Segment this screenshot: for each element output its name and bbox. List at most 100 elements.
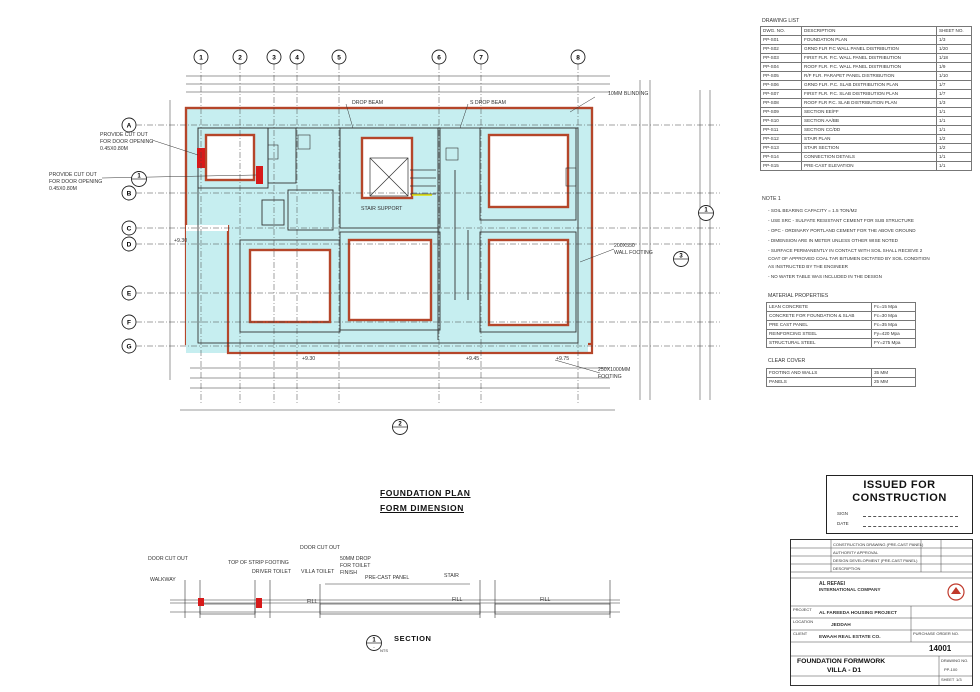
svg-text:B: B bbox=[127, 190, 132, 197]
svg-text:3: 3 bbox=[272, 54, 276, 61]
sheet-no-cell: 1/1 bbox=[936, 152, 972, 162]
level-label-2: +9.45 bbox=[466, 356, 480, 362]
description-cell: FIRST FLR. P.C. SLAB DISTRIBUTION PLAN bbox=[801, 89, 937, 99]
description-cell: STAIR PLAN bbox=[801, 134, 937, 144]
dwg-no-cell: PP-S11 bbox=[760, 125, 802, 135]
sheet-no-cell: 1/2 bbox=[936, 143, 972, 153]
issued-for-construction-stamp: ISSUED FOR CONSTRUCTION SIGN DATE bbox=[826, 475, 973, 534]
title-block: CONSTRUCTION DRAWING (PRE-CAST PANEL) AU… bbox=[790, 539, 973, 686]
section-driver-toilet: DRIVER TOILET bbox=[252, 569, 292, 575]
note-text: NO WATER TABLE WAS INCLUDED IN THE DESIG… bbox=[770, 274, 882, 279]
toilet-fixtures bbox=[267, 134, 577, 187]
value-cell: Fc=35 Mpa bbox=[871, 320, 916, 330]
description-cell: FIRST FLR. P.C. WALL PANEL DISTRIBUTION bbox=[801, 53, 937, 63]
description-cell: CONNECTION DETAILS bbox=[801, 152, 937, 162]
dwg-no-cell: PP-S10 bbox=[760, 116, 802, 126]
rev-header-description: DESCRIPTION bbox=[833, 566, 861, 571]
description-cell: STAIR SECTION bbox=[801, 143, 937, 153]
footing-label-2: FOOTING bbox=[598, 374, 622, 380]
rev-row-1: CONSTRUCTION DRAWING (PRE-CAST PANEL) bbox=[833, 542, 924, 547]
section-villa-toilet: VILLA TOILET bbox=[301, 569, 335, 575]
value-cell: Fc=15 Mpa bbox=[871, 302, 916, 312]
svg-text:2: 2 bbox=[398, 422, 402, 428]
note-text: SURFACE PERMANENTLY IN CONTACT WITH SOIL… bbox=[770, 248, 923, 253]
dwg-no-cell: PP-S06 bbox=[760, 80, 802, 90]
section-fill-3: FILL bbox=[540, 597, 551, 603]
title-block-grid bbox=[791, 540, 972, 685]
stamp-date-label: DATE bbox=[837, 521, 849, 526]
svg-text:A: A bbox=[127, 122, 132, 129]
grid-bubble-left-G: G bbox=[121, 338, 137, 354]
materials-title: MATERIAL PROPERTIES bbox=[768, 293, 829, 299]
drawing-title-2: VILLA - D1 bbox=[827, 667, 862, 674]
svg-text:F: F bbox=[127, 319, 131, 326]
sheet-no-cell: 1/1 bbox=[936, 107, 972, 117]
svg-text:6: 6 bbox=[437, 54, 441, 61]
description-cell: PRE-CAST ELEVATION bbox=[801, 161, 937, 171]
dwg-no-cell: PP-S09 bbox=[760, 107, 802, 117]
section-nts: NTS bbox=[380, 648, 388, 653]
note-item: - USE SRC - SULFATE RESISTANT CEMENT FOR… bbox=[768, 218, 914, 223]
svg-text:G: G bbox=[126, 343, 131, 350]
note-text: DIMENSION ARE IN METER UNLESS OTHER WISE… bbox=[770, 238, 898, 243]
property-cell: LEAN CONCRETE bbox=[766, 302, 872, 312]
cutout-label-2c: 0.45X0.80M bbox=[49, 186, 77, 192]
note-text: OPC - ORDINARY PORTLAND CEMENT FOR THE A… bbox=[770, 228, 916, 233]
cutout-label-2b: FOR DOOR OPENING bbox=[49, 179, 103, 185]
stamp-sign-label: SIGN bbox=[837, 511, 849, 516]
grid-bubble-top-3: 3 bbox=[266, 49, 282, 65]
stamp-sign-line bbox=[863, 516, 958, 517]
cutout-label-1c: 0.45X0.80M bbox=[100, 146, 128, 152]
section-door-cutout-2: DOOR CUT OUT bbox=[300, 545, 340, 551]
svg-text:C: C bbox=[127, 225, 132, 232]
section-marker-3: 3 bbox=[673, 251, 689, 267]
door-cutout-2 bbox=[256, 166, 263, 184]
project-label: PROJECT bbox=[793, 607, 812, 612]
property-cell: CONCRETE FOR FOUNDATION & SLAB bbox=[766, 311, 872, 321]
level-label-1: +9.30 bbox=[302, 356, 316, 362]
grid-bubble-top-4: 4 bbox=[289, 49, 305, 65]
note-bullet: - bbox=[768, 218, 771, 223]
stamp-line-1: ISSUED FOR bbox=[863, 479, 936, 491]
grid-bubble-top-8: 8 bbox=[570, 49, 586, 65]
note-item: - SURFACE PERMANENTLY IN CONTACT WITH SO… bbox=[768, 248, 922, 253]
section-drop-label: 50MM DROP bbox=[340, 556, 371, 562]
value-cell: 35 MM bbox=[871, 368, 916, 378]
note-text: AS INSTRUCTED BY THE ENGINEER bbox=[768, 264, 848, 269]
drawing-list-header: DWG. NO. DESCRIPTION SHEET NO. bbox=[760, 26, 972, 36]
sheet-no-cell: 1/2 bbox=[936, 134, 972, 144]
description-cell: GRND FLR P.C WALL PANEL DISTRIBUTION bbox=[801, 44, 937, 54]
grid-bubble-top-5: 5 bbox=[331, 49, 347, 65]
drop-beam-label: DROP BEAM bbox=[352, 100, 384, 106]
property-cell: STRUCTURAL STEEL bbox=[766, 338, 872, 348]
description-cell: SECTION EE/FF bbox=[801, 107, 937, 117]
gridlines bbox=[136, 64, 720, 405]
level-label-4: +9.30 bbox=[174, 238, 188, 244]
grid-bubble-left-A: A bbox=[121, 117, 137, 133]
property-cell: PANELS bbox=[766, 377, 872, 387]
company-name-2: INTERNATIONAL COMPANY bbox=[819, 587, 881, 592]
grid-bubble-top-6: 6 bbox=[431, 49, 447, 65]
value-cell: 25 MM bbox=[871, 377, 916, 387]
sheet-value: 1/3 bbox=[956, 677, 962, 682]
svg-text:1: 1 bbox=[137, 174, 141, 180]
note-item: - NO WATER TABLE WAS INCLUDED IN THE DES… bbox=[768, 274, 882, 279]
sheet-no-cell: 1/20 bbox=[936, 44, 972, 54]
blinding-label: 10MM BLINDING bbox=[608, 91, 649, 97]
property-cell: PRE CAST PANEL bbox=[766, 320, 872, 330]
section-door-cutout-1: DOOR CUT OUT bbox=[148, 556, 188, 562]
dimension-lines bbox=[169, 75, 711, 411]
dwg-no-cell: PP-S07 bbox=[760, 89, 802, 99]
